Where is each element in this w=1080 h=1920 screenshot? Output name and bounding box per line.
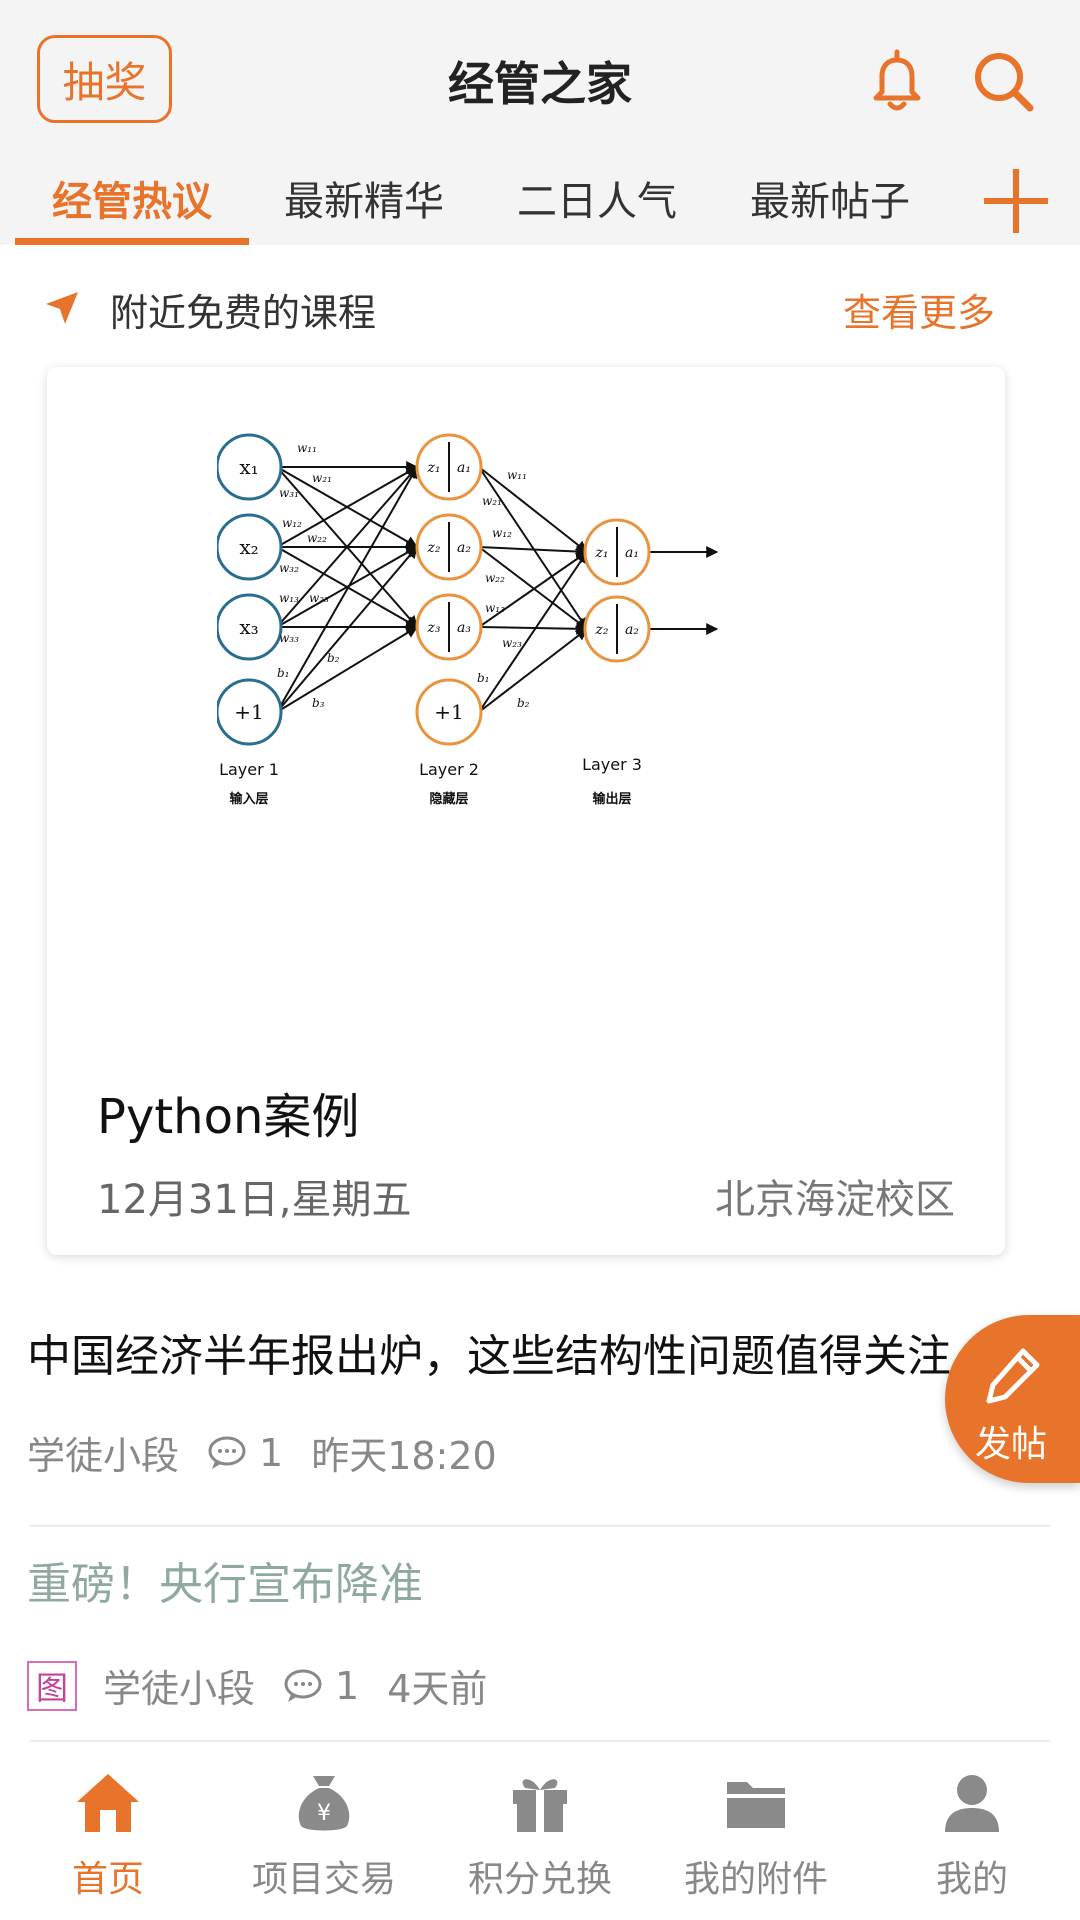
nearby-courses-bar: 附近免费的课程 查看更多	[0, 270, 1080, 350]
post-meta: 学徒小段 1 昨天18:20	[27, 1425, 497, 1480]
svg-text:w₂₁: w₂₁	[482, 494, 502, 508]
svg-text:w₂₃: w₂₃	[309, 591, 329, 605]
svg-text:w₂₂: w₂₂	[485, 571, 505, 585]
post-title[interactable]: 重磅！央行宣布降准	[27, 1559, 423, 1610]
svg-text:¥: ¥	[317, 1801, 331, 1826]
svg-text:b₂: b₂	[517, 696, 530, 710]
user-icon	[945, 1775, 999, 1832]
post-title[interactable]: 中国经济半年报出炉，这些结构性问题值得关注	[27, 1331, 951, 1382]
nav-points-exchange[interactable]: 积分兑换	[432, 1750, 648, 1920]
create-post-label: 发帖	[975, 1424, 1048, 1465]
nav-label: 我的	[935, 1859, 1008, 1900]
bottom-nav: 首页 ¥ 项目交易 积分兑换 我的附件 我的	[0, 1750, 1080, 1920]
course-title: Python案例	[97, 1089, 360, 1145]
post-author: 学徒小段	[103, 1667, 256, 1711]
neural-network-image: x₁ x₂ x₃ +1 z₁ a₁ z₂ a₂ z₃ a₃ +1 z₁ a₁	[217, 433, 719, 807]
layer3-label: Layer 3	[582, 755, 642, 774]
svg-text:x₃: x₃	[239, 615, 258, 639]
svg-text:a₂: a₂	[625, 622, 639, 638]
tab-hot-discussion[interactable]: 经管热议	[52, 179, 212, 225]
tab-bar: 经管热议 最新精华 二日人气 最新帖子	[0, 155, 1080, 245]
nearby-courses-label: 附近免费的课程	[110, 291, 377, 335]
tab-latest-featured[interactable]: 最新精华	[284, 179, 444, 225]
svg-text:+1: +1	[234, 700, 263, 724]
folder-icon	[727, 1782, 785, 1828]
nav-label: 项目交易	[251, 1859, 396, 1900]
comment-icon	[284, 1669, 322, 1702]
svg-text:z₂: z₂	[595, 622, 609, 638]
svg-text:w₁₁: w₁₁	[507, 468, 527, 482]
gift-icon	[513, 1779, 567, 1832]
svg-text:z₂: z₂	[427, 540, 441, 556]
location-arrow-icon	[46, 292, 78, 324]
svg-text:a₂: a₂	[457, 540, 471, 556]
home-icon	[77, 1774, 139, 1832]
tab-two-day-popular[interactable]: 二日人气	[517, 179, 677, 225]
output-layer-name: 输出层	[592, 791, 631, 807]
svg-text:+1: +1	[434, 700, 463, 724]
comment-icon	[208, 1436, 246, 1469]
app-title: 经管之家	[448, 57, 632, 111]
course-location: 北京海淀校区	[715, 1177, 955, 1223]
svg-text:b₃: b₃	[312, 696, 325, 710]
active-tab-indicator	[15, 238, 249, 245]
svg-text:w₃₁: w₃₁	[279, 486, 299, 500]
layer2-label: Layer 2	[419, 760, 479, 779]
svg-text:w₁₃: w₁₃	[485, 601, 505, 615]
course-card[interactable]: x₁ x₂ x₃ +1 z₁ a₁ z₂ a₂ z₃ a₃ +1 z₁ a₁	[47, 367, 1005, 1255]
svg-text:a₃: a₃	[457, 620, 471, 636]
search-icon[interactable]	[970, 48, 1036, 114]
money-bag-icon: ¥	[298, 1776, 350, 1831]
svg-text:z₃: z₃	[427, 620, 441, 636]
bell-icon[interactable]	[866, 48, 928, 114]
course-date: 12月31日,星期五	[97, 1177, 412, 1223]
svg-text:w₁₂: w₁₂	[282, 516, 302, 530]
tab-latest-posts[interactable]: 最新帖子	[750, 179, 910, 225]
svg-text:w₁₂: w₁₂	[492, 526, 512, 540]
hidden-layer-name: 隐藏层	[429, 791, 468, 807]
svg-text:x₁: x₁	[239, 455, 258, 479]
svg-text:w₁₁: w₁₁	[297, 441, 317, 455]
layer1-label: Layer 1	[219, 760, 279, 779]
svg-text:a₁: a₁	[625, 545, 639, 561]
lottery-button[interactable]: 抽奖	[37, 35, 172, 123]
pencil-icon	[986, 1348, 1040, 1404]
nav-label: 我的附件	[683, 1859, 828, 1900]
input-layer-name: 输入层	[229, 791, 268, 807]
comment-count: 1	[335, 1663, 360, 1708]
svg-text:w₁₃: w₁₃	[279, 591, 299, 605]
svg-text:w₂₂: w₂₂	[307, 531, 327, 545]
post-time: 昨天18:20	[311, 1434, 497, 1478]
svg-text:w₃₂: w₃₂	[279, 561, 299, 575]
post-meta: 图 学徒小段 1 4天前	[27, 1658, 487, 1713]
svg-text:b₁: b₁	[277, 666, 290, 680]
svg-text:w₃₃: w₃₃	[279, 631, 299, 645]
divider	[30, 1525, 1050, 1527]
svg-text:z₁: z₁	[427, 460, 441, 476]
comment-count: 1	[259, 1430, 284, 1475]
svg-text:b₁: b₁	[477, 671, 490, 685]
post-time: 4天前	[387, 1667, 488, 1711]
svg-text:x₂: x₂	[239, 535, 258, 559]
plus-icon[interactable]	[980, 165, 1052, 237]
divider	[30, 1740, 1050, 1742]
image-badge: 图	[27, 1660, 77, 1711]
create-post-button[interactable]: 发帖	[945, 1315, 1080, 1483]
svg-text:a₁: a₁	[457, 460, 471, 476]
svg-text:w₂₁: w₂₁	[312, 471, 332, 485]
post-author: 学徒小段	[27, 1434, 180, 1478]
nav-label: 积分兑换	[467, 1859, 612, 1900]
nav-label: 首页	[71, 1859, 144, 1900]
top-header: 抽奖 经管之家 经管热议 最新精华 二日人气 最新帖子	[0, 0, 1080, 245]
nav-my-attachments[interactable]: 我的附件	[648, 1750, 864, 1920]
svg-text:b₂: b₂	[327, 651, 340, 665]
nav-home[interactable]: 首页	[0, 1750, 216, 1920]
nav-profile[interactable]: 我的	[864, 1750, 1080, 1920]
nav-project-trading[interactable]: ¥ 项目交易	[216, 1750, 432, 1920]
svg-text:w₂₃: w₂₃	[502, 636, 522, 650]
see-more-link[interactable]: 查看更多	[842, 291, 995, 335]
svg-text:z₁: z₁	[595, 545, 609, 561]
